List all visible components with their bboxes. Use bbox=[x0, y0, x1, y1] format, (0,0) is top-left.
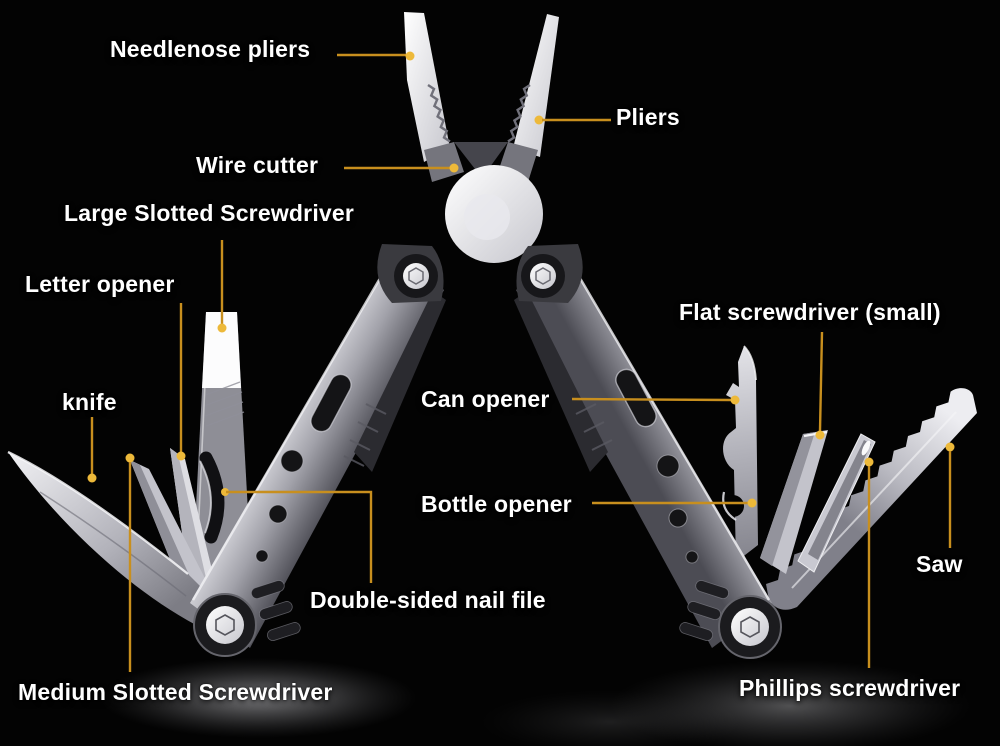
leader-pliers bbox=[534, 115, 611, 125]
leader-letter-opener bbox=[176, 303, 186, 461]
leader-wire-cutter bbox=[344, 163, 459, 173]
left-head-bolt bbox=[394, 254, 438, 298]
right-grip-ridges bbox=[679, 580, 729, 641]
label-pliers: Pliers bbox=[616, 104, 680, 130]
phillips-bit bbox=[797, 433, 876, 573]
left-pivot-bolt bbox=[193, 593, 257, 657]
medium-slotted-screwdriver-tool bbox=[130, 460, 212, 599]
large-slotted-screwdriver-tool bbox=[192, 312, 252, 585]
can-opener-tool bbox=[722, 345, 758, 562]
pivot-plate bbox=[445, 165, 543, 263]
leader-can-opener bbox=[571, 395, 740, 405]
right-handle-slot bbox=[615, 368, 657, 428]
leader-bottle-opener bbox=[592, 498, 757, 508]
label-needlenose-pliers: Needlenose pliers bbox=[110, 36, 311, 62]
left-handle bbox=[190, 253, 446, 657]
leader-knife bbox=[87, 417, 97, 483]
label-wire-cutter: Wire cutter bbox=[196, 152, 319, 178]
label-medium-slotted-screwdriver: Medium Slotted Screwdriver bbox=[18, 679, 333, 705]
leader-saw bbox=[945, 442, 955, 548]
right-head-bolt bbox=[521, 254, 565, 298]
inner-frame-strip-left bbox=[354, 291, 446, 472]
ground-shadows bbox=[100, 658, 970, 746]
label-bottle-opener: Bottle opener bbox=[421, 491, 572, 517]
left-handle-slot bbox=[310, 373, 352, 433]
left-grip-ridges bbox=[251, 580, 301, 641]
label-can-opener: Can opener bbox=[421, 386, 550, 412]
leader-phillips-screwdriver bbox=[864, 457, 874, 668]
leader-lines bbox=[87, 51, 955, 672]
leader-double-sided-nail-file bbox=[221, 488, 373, 583]
left-jaw bbox=[404, 12, 451, 162]
leader-needlenose-pliers bbox=[337, 51, 415, 61]
label-letter-opener: Letter opener bbox=[25, 271, 175, 297]
nail-file-slot bbox=[199, 451, 225, 544]
leader-medium-slotted-screwdriver bbox=[125, 453, 135, 672]
knife-blade bbox=[7, 450, 224, 625]
label-phillips-screwdriver: Phillips screwdriver bbox=[739, 675, 961, 701]
letter-opener-tool bbox=[170, 448, 214, 582]
right-pivot-bolt bbox=[718, 595, 782, 659]
right-jaw bbox=[507, 14, 559, 157]
label-double-sided-nail-file: Double-sided nail file bbox=[310, 587, 546, 613]
leader-large-slotted-screwdriver bbox=[217, 240, 227, 333]
label-saw: Saw bbox=[916, 551, 963, 577]
label-large-slotted-screwdriver: Large Slotted Screwdriver bbox=[64, 200, 355, 226]
label-knife: knife bbox=[62, 389, 117, 415]
pliers-head bbox=[377, 12, 583, 303]
right-handle bbox=[514, 253, 782, 659]
label-flat-screwdriver-small: Flat screwdriver (small) bbox=[679, 299, 941, 325]
leader-flat-screwdriver-small bbox=[815, 331, 825, 440]
inner-frame-strip-right bbox=[514, 291, 608, 472]
